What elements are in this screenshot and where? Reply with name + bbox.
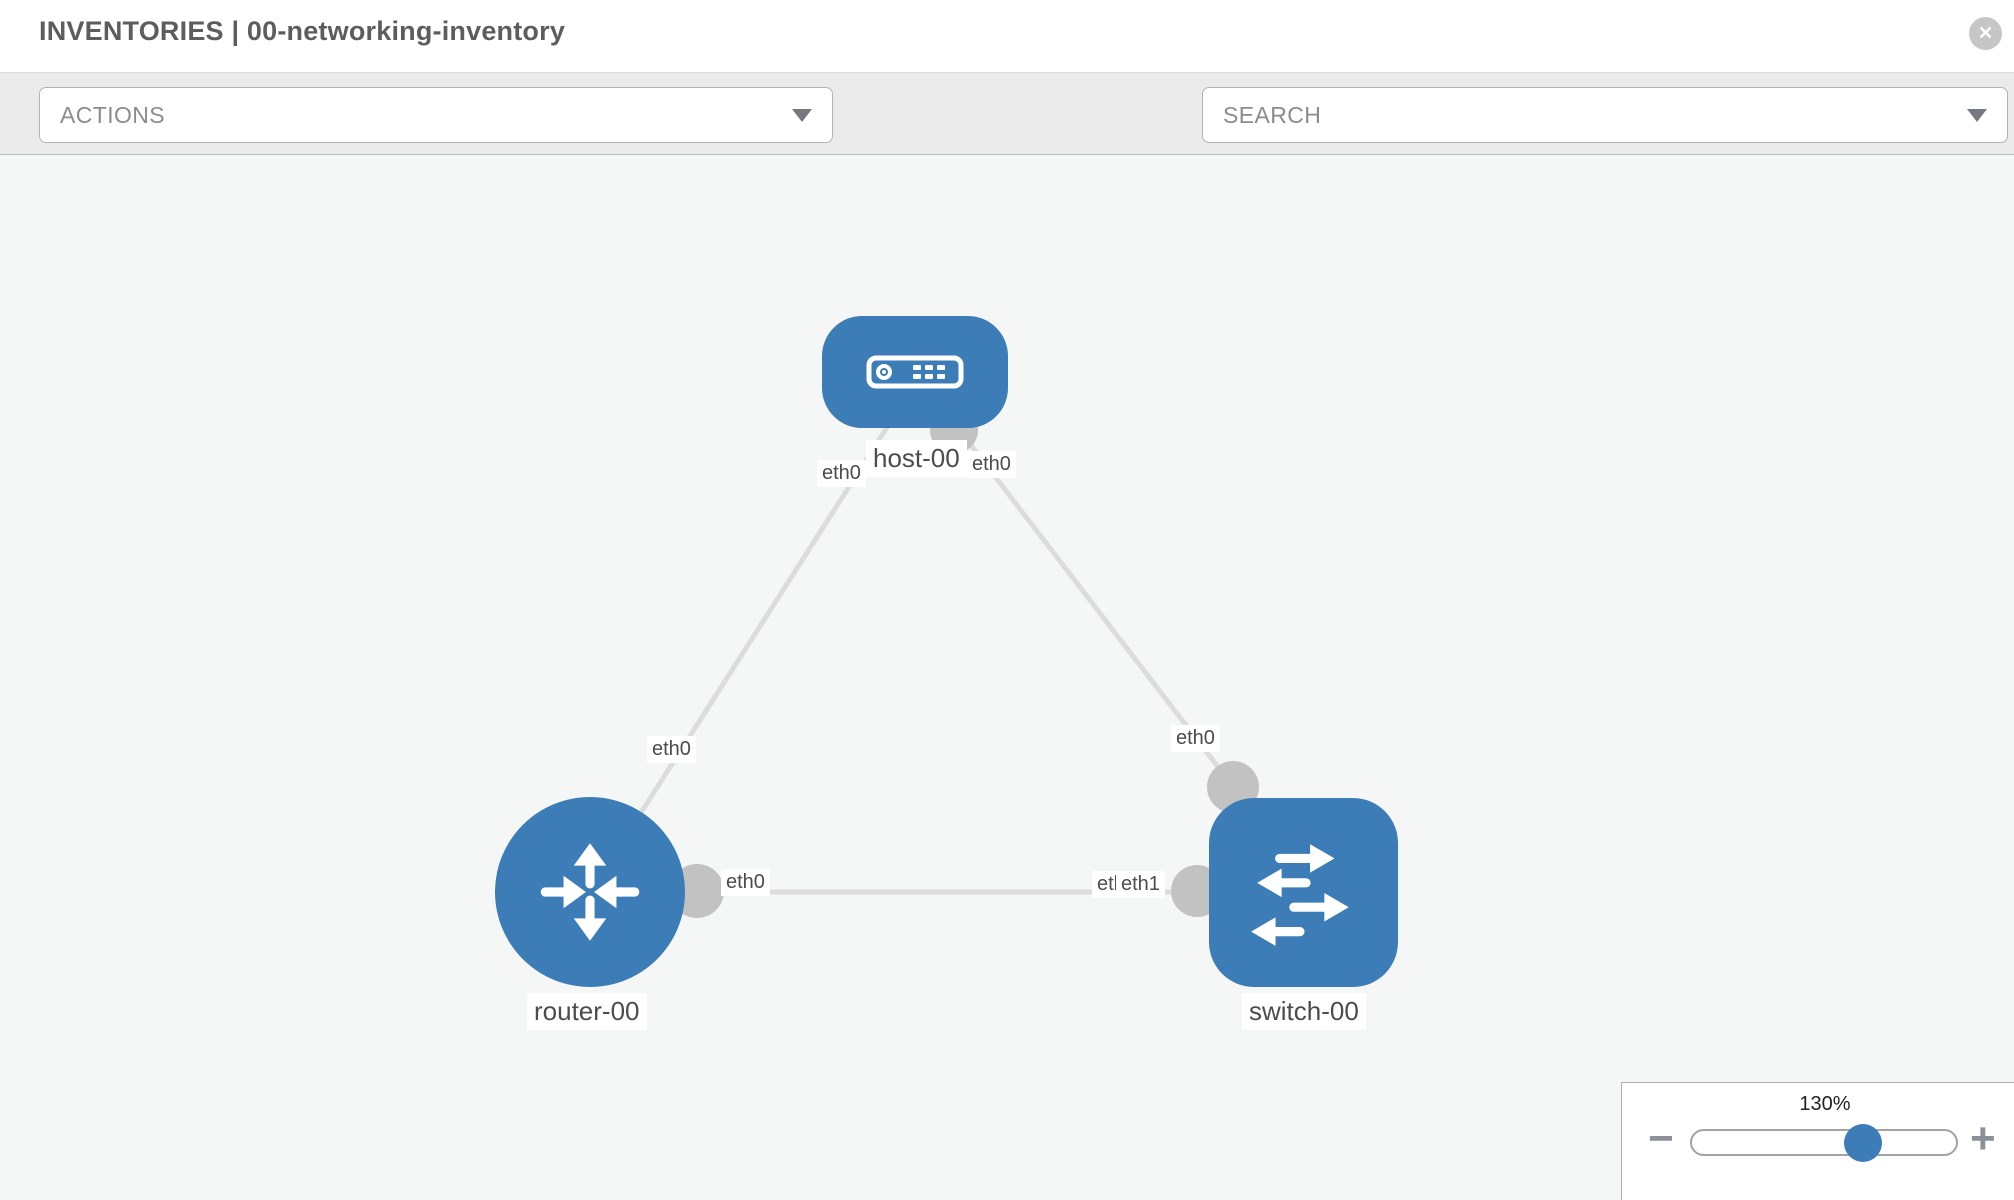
zoom-in-button[interactable]: + — [1970, 1114, 1996, 1163]
link-host-router[interactable] — [609, 416, 896, 860]
chevron-down-icon — [1967, 108, 1987, 122]
close-button[interactable]: ✕ — [1969, 17, 2002, 50]
interface-label: eth0 — [817, 460, 866, 487]
topology-canvas[interactable] — [0, 155, 2014, 1200]
node-router[interactable] — [495, 797, 685, 987]
node-label-switch: switch-00 — [1242, 993, 1366, 1030]
interface-label: eth0 — [647, 736, 696, 763]
close-icon: ✕ — [1977, 23, 1994, 43]
search-dropdown-label: SEARCH — [1223, 101, 1322, 128]
actions-dropdown-label: ACTIONS — [60, 101, 166, 128]
router-icon — [540, 843, 640, 941]
node-label-router: router-00 — [527, 993, 647, 1030]
interface-label: eth0 — [967, 451, 1016, 478]
node-host[interactable] — [822, 316, 1008, 428]
zoom-control-panel: 130% − + — [1621, 1082, 2014, 1200]
interface-label: eth1 — [1116, 871, 1165, 898]
interface-label: eth0 — [1171, 725, 1220, 752]
chevron-down-icon — [792, 108, 812, 122]
switch-icon — [1250, 843, 1349, 946]
zoom-out-button[interactable]: − — [1648, 1114, 1674, 1163]
interface-label: eth0 — [721, 869, 770, 896]
search-dropdown[interactable]: SEARCH — [1202, 87, 2008, 143]
zoom-slider-track[interactable] — [1690, 1129, 1958, 1156]
actions-dropdown[interactable]: ACTIONS — [39, 87, 833, 143]
page-title: INVENTORIES | 00-networking-inventory — [39, 16, 566, 46]
header: INVENTORIES | 00-networking-inventory ✕ — [0, 0, 2014, 72]
zoom-level-value: 130% — [1799, 1093, 1851, 1115]
node-switch[interactable] — [1209, 798, 1398, 987]
toolbar: ACTIONS SEARCH — [0, 72, 2014, 206]
node-label-host: host-00 — [866, 440, 967, 477]
zoom-slider-thumb[interactable] — [1844, 1124, 1882, 1162]
host-icon — [866, 355, 964, 389]
